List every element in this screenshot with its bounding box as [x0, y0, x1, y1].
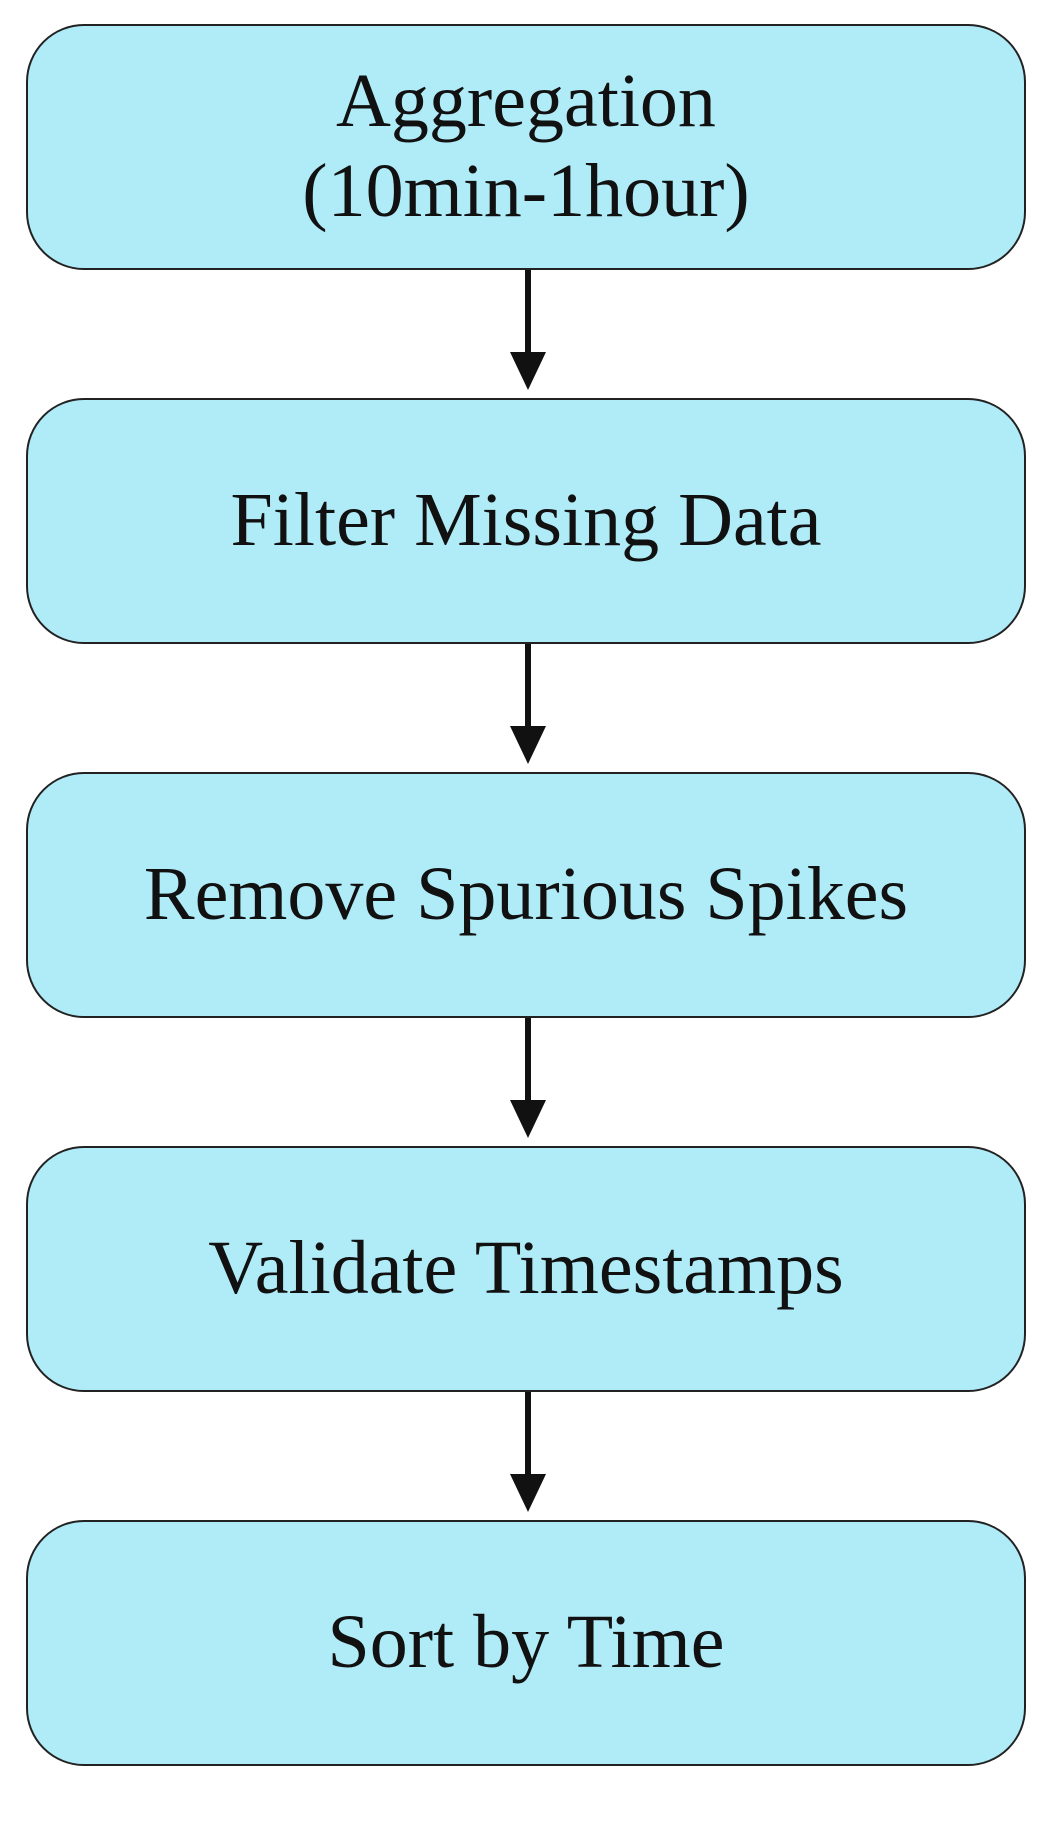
- step-remove-spurious-spikes-label: Remove Spurious Spikes: [143, 852, 909, 937]
- step-aggregation-sublabel: (10min-1hour): [302, 149, 750, 233]
- arrow-down-icon: [510, 1392, 546, 1512]
- step-aggregation-label: Aggregation: [336, 59, 716, 144]
- step-filter-missing-data: Filter Missing Data: [26, 398, 1026, 644]
- step-validate-timestamps: Validate Timestamps: [26, 1146, 1026, 1392]
- step-aggregation: Aggregation (10min-1hour): [26, 24, 1026, 270]
- arrow-down-icon: [510, 1018, 546, 1138]
- step-remove-spurious-spikes: Remove Spurious Spikes: [26, 772, 1026, 1018]
- step-validate-timestamps-label: Validate Timestamps: [208, 1226, 844, 1311]
- step-sort-by-time-label: Sort by Time: [327, 1600, 725, 1685]
- arrow-down-icon: [510, 270, 546, 390]
- step-sort-by-time: Sort by Time: [26, 1520, 1026, 1766]
- arrow-down-icon: [510, 644, 546, 764]
- step-filter-missing-data-label: Filter Missing Data: [230, 478, 822, 563]
